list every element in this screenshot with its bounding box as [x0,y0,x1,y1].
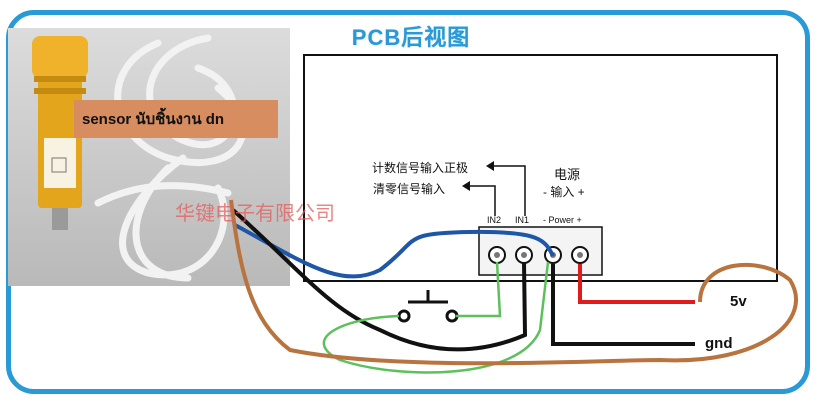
clear-input-leader [470,185,496,216]
wire-green-return [322,261,550,374]
count-input-label: 计数信号输入正极 [372,161,469,175]
wire-blue [234,223,555,279]
clear-input-label: 清零信号输入 [373,182,446,196]
sensor-label: sensor นับชิ้นงาน dn [74,100,278,138]
sensor-cable-gland [52,208,68,230]
diagram-title: PCB后视图 [351,25,471,50]
wire-label-gnd: gnd [705,335,733,352]
wire-black-sensor [231,208,528,352]
count-input-leader [494,165,526,216]
push-button-switch [397,290,459,323]
wire-black-gnd [551,264,695,346]
sensor-sticker [44,138,76,188]
count-input-arrowhead [486,161,494,171]
power-input-label: - 输入 + [543,185,585,199]
wire-brown [229,199,798,366]
clear-input-arrowhead [462,181,470,191]
terminal-label-power: - Power + [543,215,582,225]
sensor-drawing [32,34,247,282]
sensor-head [32,36,88,78]
watermark: 华键电子有限公司 [175,201,335,225]
wire-red-5v [578,264,695,304]
power-title-label: 电源 [554,167,581,182]
terminal-label-in2: IN2 [487,215,502,225]
wire-label-5v: 5v [730,293,747,310]
terminal-label-in1: IN1 [515,215,530,225]
terminal-screws [488,246,589,264]
sensor-photo [8,28,290,286]
wire-green-switch [456,261,502,318]
